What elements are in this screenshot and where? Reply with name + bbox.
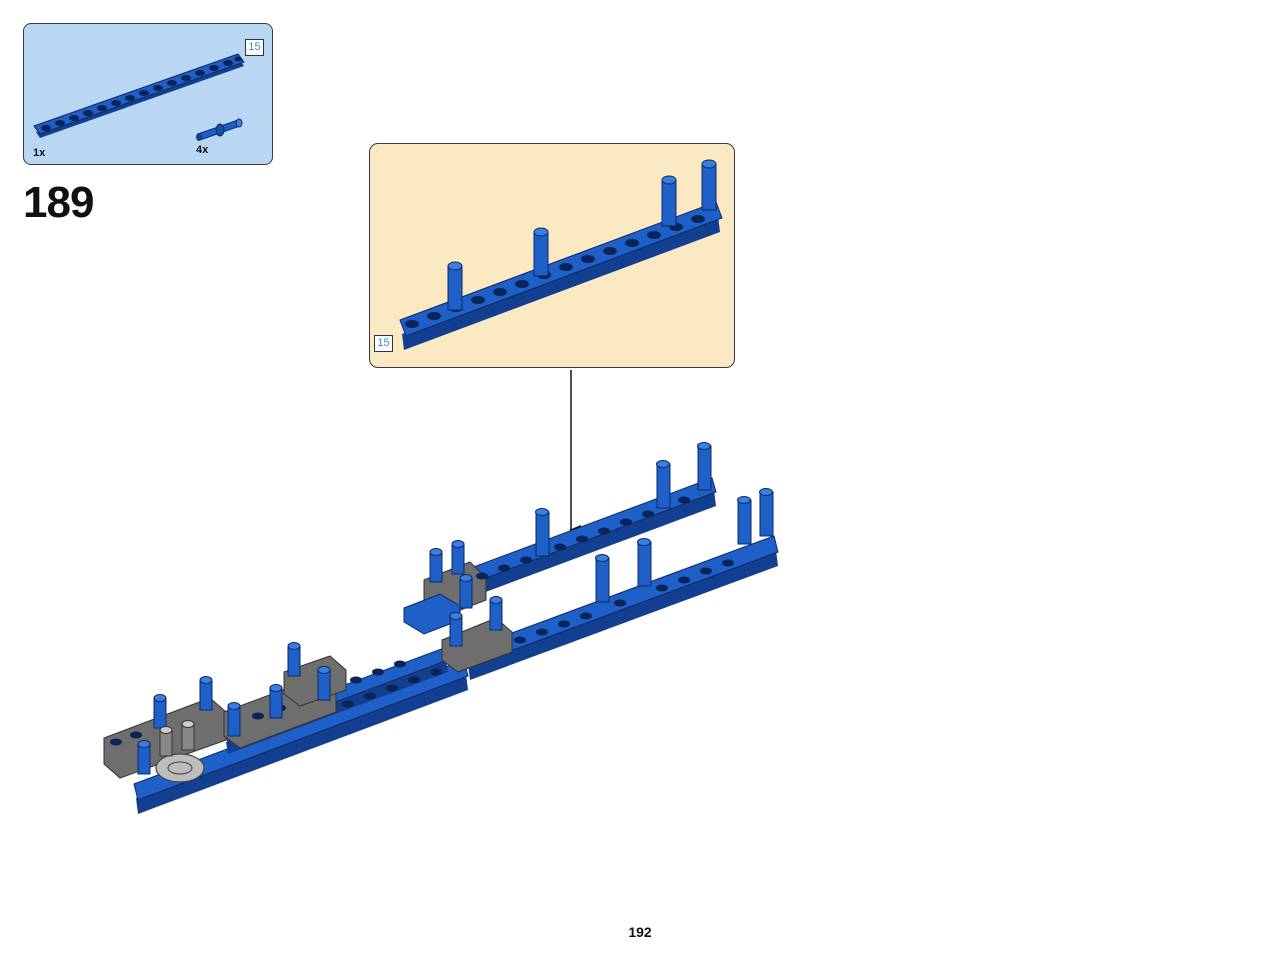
subassembly-length-badge: 15 (374, 335, 393, 352)
blue-pin-part (196, 118, 243, 141)
parts-list-panel: 1x 4x 15 (23, 23, 273, 165)
model-gray-connector (155, 720, 205, 783)
pin-quantity: 4x (196, 144, 209, 156)
model-beam-holes (110, 496, 734, 746)
step-number: 189 (23, 178, 94, 227)
beam-length-badge: 15 (245, 39, 264, 56)
subassembly-pins (447, 159, 717, 311)
subassembly-drawing (399, 159, 723, 350)
model-pins (137, 442, 774, 775)
subassembly-panel: 15 (369, 143, 735, 368)
parts-drawing (33, 53, 245, 141)
subassembly-beam (399, 201, 723, 350)
beam-quantity: 1x (33, 147, 46, 159)
page-number: 192 (628, 924, 652, 940)
blue-beam-part (33, 53, 245, 138)
